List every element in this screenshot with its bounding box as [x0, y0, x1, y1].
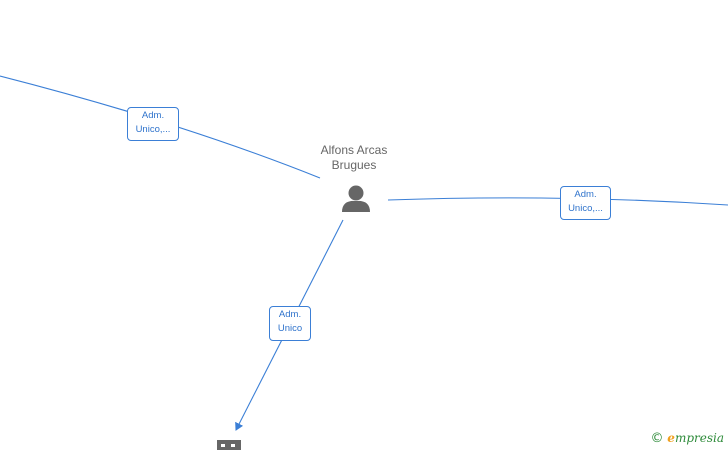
building-icon[interactable]: [217, 440, 241, 450]
copyright-icon: ©: [650, 431, 664, 446]
edge-label-right-line1: Adm.: [574, 189, 597, 200]
edge-label-down-line1: Adm.: [278, 309, 302, 320]
person-icon[interactable]: [342, 185, 370, 213]
brand-initial: e: [667, 431, 675, 445]
empresia-watermark: © empresia: [650, 431, 724, 446]
edge-label-left-line1: Adm.: [141, 110, 165, 121]
edge-label-left-line2: Unico,...: [135, 124, 171, 135]
person-name-line2: Brugues: [331, 158, 377, 172]
edge-label-right[interactable]: Adm. Unico,...: [560, 186, 611, 220]
edge-label-right-line2: Unico,...: [568, 203, 603, 214]
person-name[interactable]: Alfons Arcas Brugues: [304, 143, 404, 173]
person-name-line1: Alfons Arcas: [320, 143, 388, 157]
edge-label-down[interactable]: Adm. Unico: [269, 306, 311, 341]
edge-label-left[interactable]: Adm. Unico,...: [127, 107, 179, 141]
edge-line-right: [387, 197, 728, 206]
brand-name: mpresia: [674, 431, 724, 445]
edge-label-down-line2: Unico: [277, 323, 303, 334]
